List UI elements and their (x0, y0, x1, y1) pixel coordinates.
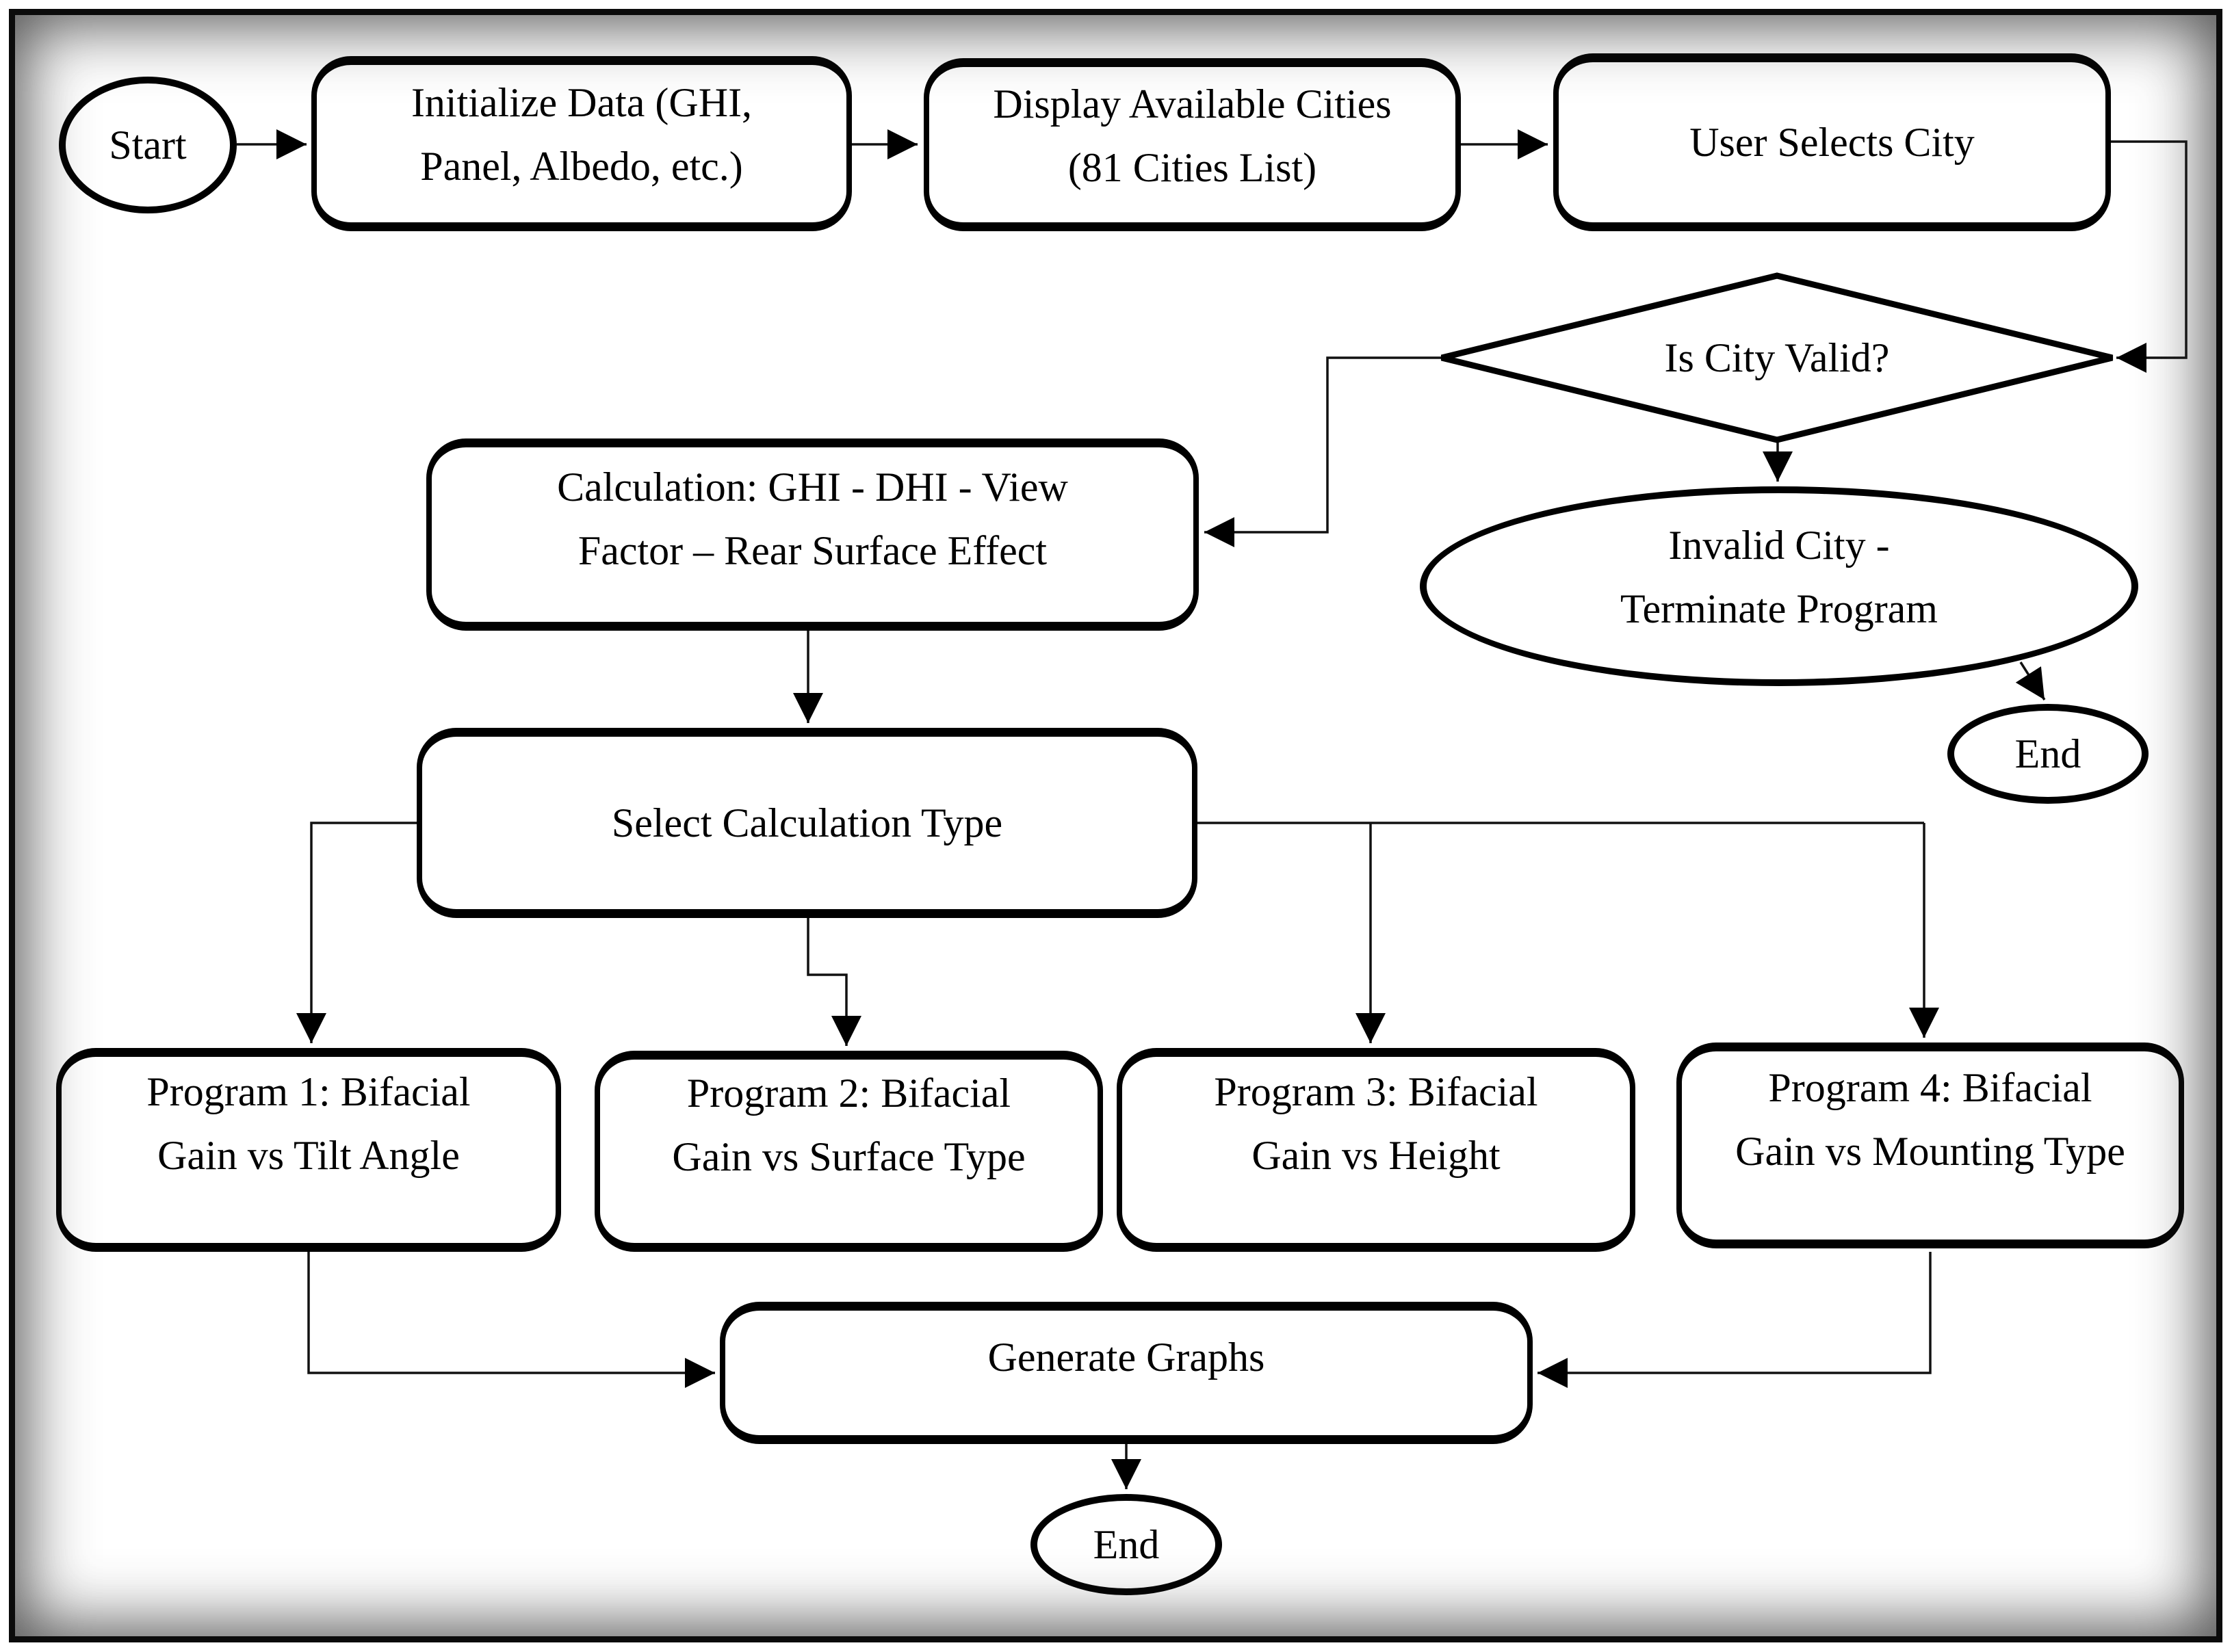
node-end-top-label: End (2014, 731, 2081, 776)
node-program-1: Program 1: Bifacial Gain vs Tilt Angle (56, 1048, 561, 1252)
node-is-city-valid: Is City Valid? (1537, 310, 2016, 406)
node-program-4-label: Program 4: Bifacial Gain vs Mounting Typ… (1735, 1064, 2125, 1174)
edge-program1-generate (307, 1252, 715, 1388)
node-invalid-city: Invalid City - Terminate Program (1420, 486, 2138, 686)
edge-selecttype-program2 (807, 918, 861, 1046)
node-start-label: Start (109, 122, 187, 168)
node-calculation-label: Calculation: GHI - DHI - View Factor – R… (557, 464, 1068, 573)
node-select-calculation-type-label: Select Calculation Type (611, 800, 1003, 845)
node-end-top: End (1947, 704, 2149, 804)
node-invalid-city-label: Invalid City - Terminate Program (1620, 523, 1938, 631)
decision-diamond (1440, 272, 2114, 443)
edge-selecttype-program1 (296, 822, 417, 1043)
node-user-selects-city: User Selects City (1553, 53, 2111, 231)
node-initialize-data-label: Initialize Data (GHI, Panel, Albedo, etc… (411, 80, 753, 189)
node-display-cities-label: Display Available Cities (81 Cities List… (993, 81, 1392, 190)
edge-invalid-endtop (2015, 661, 2046, 700)
node-display-cities: Display Available Cities (81 Cities List… (924, 58, 1461, 231)
node-program-4: Program 4: Bifacial Gain vs Mounting Typ… (1676, 1043, 2184, 1248)
node-initialize-data: Initialize Data (GHI, Panel, Albedo, etc… (311, 56, 852, 231)
node-end-bottom: End (1030, 1494, 1222, 1595)
node-program-2-label: Program 2: Bifacial Gain vs Surface Type (672, 1071, 1026, 1179)
node-calculation: Calculation: GHI - DHI - View Factor – R… (426, 438, 1199, 631)
node-end-bottom-label: End (1093, 1521, 1160, 1567)
node-select-calculation-type: Select Calculation Type (417, 728, 1197, 918)
node-program-2: Program 2: Bifacial Gain vs Surface Type (595, 1051, 1103, 1252)
edge-isvalid-calculation (1204, 356, 1442, 547)
node-generate-graphs-label: Generate Graphs (987, 1334, 1265, 1380)
edge-program4-generate (1537, 1252, 1932, 1388)
node-program-3: Program 3: Bifacial Gain vs Height (1117, 1048, 1635, 1252)
node-user-selects-city-label: User Selects City (1689, 119, 1975, 165)
node-program-3-label: Program 3: Bifacial Gain vs Height (1214, 1069, 1538, 1178)
edge-selectcity-isvalid (2111, 140, 2188, 373)
node-program-1-label: Program 1: Bifacial Gain vs Tilt Angle (146, 1069, 471, 1178)
node-start: Start (59, 77, 237, 213)
node-generate-graphs: Generate Graphs (720, 1302, 1533, 1444)
node-is-city-valid-label: Is City Valid? (1664, 335, 1890, 380)
